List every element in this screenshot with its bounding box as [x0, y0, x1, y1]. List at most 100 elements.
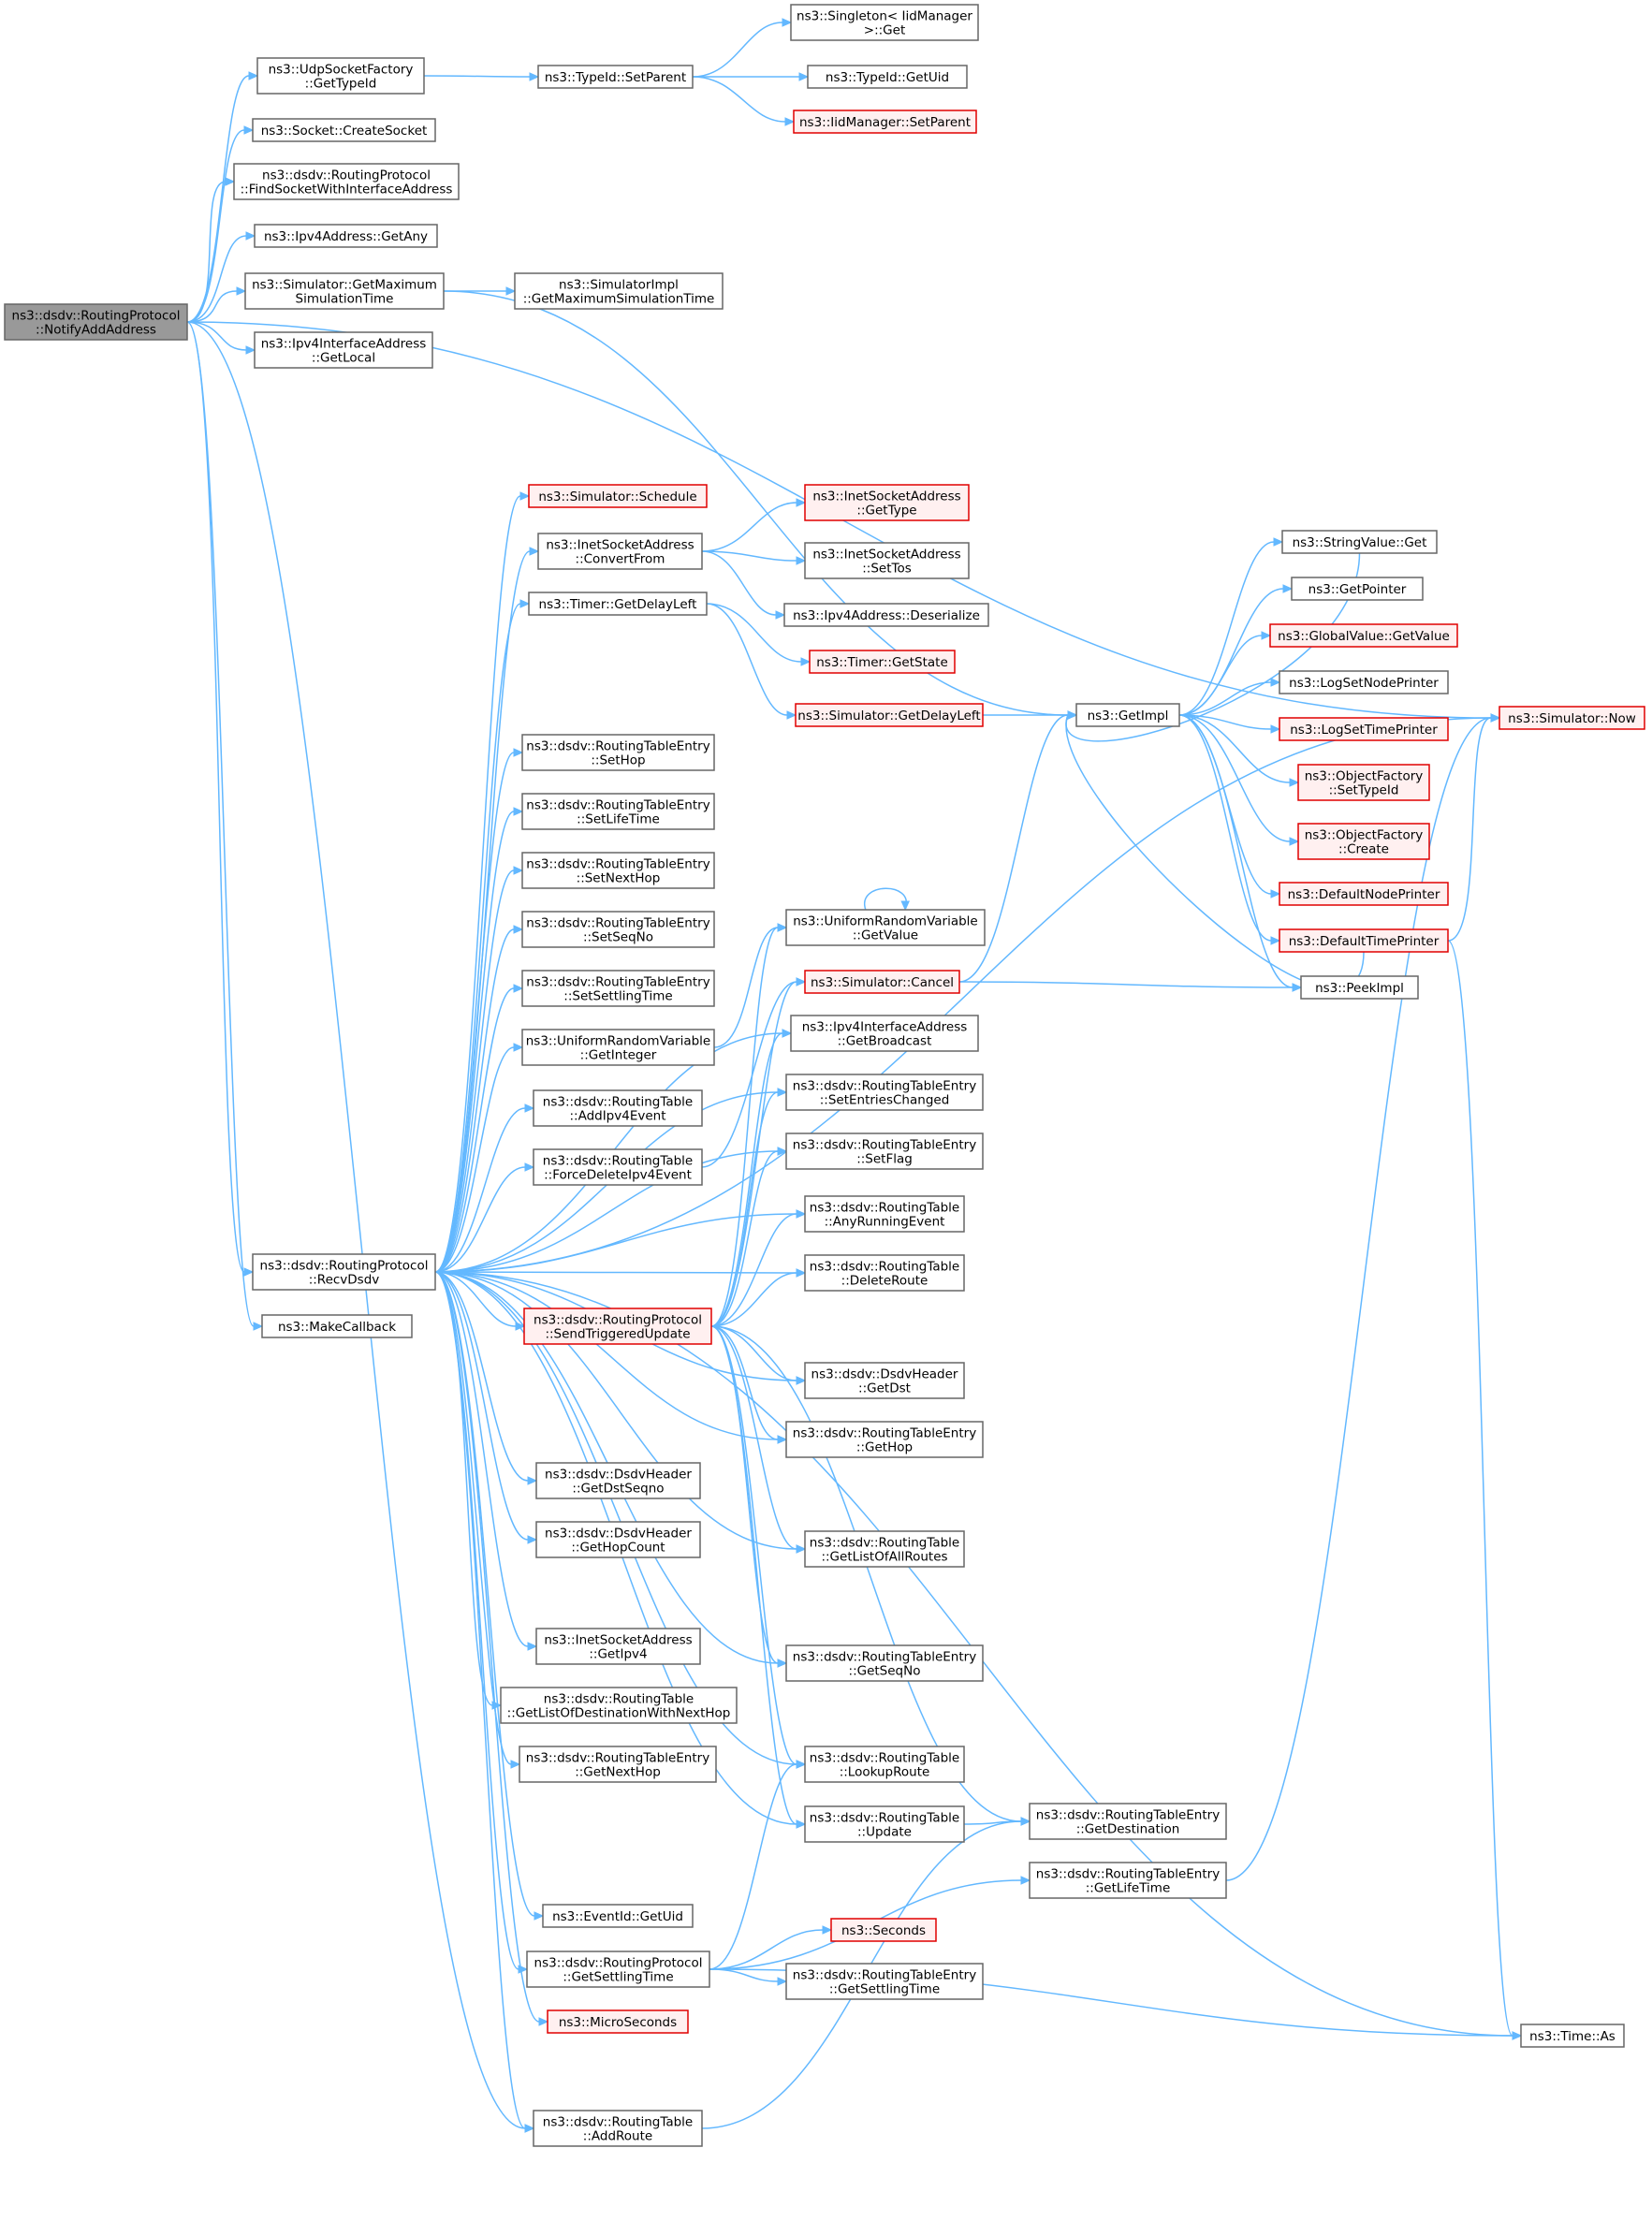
node-label: ns3::Socket::CreateSocket — [261, 124, 428, 139]
node-rtegetseqno[interactable]: ns3::dsdv::RoutingTableEntry::GetSeqNo — [785, 1644, 984, 1682]
node-rtforcedel[interactable]: ns3::dsdv::RoutingTable::ForceDeleteIpv4… — [533, 1148, 703, 1186]
node-inetgetipv4[interactable]: ns3::InetSocketAddress::GetIpv4 — [535, 1628, 701, 1665]
node-rtegetlife[interactable]: ns3::dsdv::RoutingTableEntry::GetLifeTim… — [1029, 1862, 1227, 1899]
node-settos[interactable]: ns3::InetSocketAddress::SetTos — [804, 542, 970, 579]
node-ifgetlocal[interactable]: ns3::Ipv4InterfaceAddress::GetLocal — [254, 331, 433, 369]
node-defnodeprinter[interactable]: ns3::DefaultNodePrinter — [1279, 882, 1449, 906]
node-timergetstate[interactable]: ns3::Timer::GetState — [809, 650, 956, 674]
node-singleton[interactable]: ns3::Singleton< IidManager>::Get — [790, 4, 979, 41]
node-label: ns3::Timer::GetDelayLeft — [539, 597, 697, 612]
node-rtesethop[interactable]: ns3::dsdv::RoutingTableEntry::SetHop — [521, 734, 715, 771]
node-recvdsdv[interactable]: ns3::dsdv::RoutingProtocol::RecvDsdv — [252, 1253, 436, 1291]
node-rtesetnexthop[interactable]: ns3::dsdv::RoutingTableEntry::SetNextHop — [521, 852, 715, 889]
node-deftimeprinter[interactable]: ns3::DefaultTimePrinter — [1279, 928, 1449, 953]
edge-recvdsdv-to-hdrgetdstseq — [434, 1271, 538, 1485]
node-simnow[interactable]: ns3::Simulator::Now — [1498, 706, 1645, 730]
node-implgetmax[interactable]: ns3::SimulatorImpl::GetMaximumSimulation… — [514, 272, 724, 310]
edge-getimpl-to-strget — [1178, 537, 1284, 716]
node-makecallback[interactable]: ns3::MakeCallback — [261, 1314, 413, 1338]
edge-arrowhead — [236, 286, 247, 296]
node-findsocket[interactable]: ns3::dsdv::RoutingProtocol::FindSocketWi… — [233, 163, 460, 200]
node-sendtrig[interactable]: ns3::dsdv::RoutingProtocol::SendTriggere… — [523, 1308, 712, 1345]
node-label: ns3::dsdv::DsdvHeader — [811, 1367, 958, 1382]
edge-recvdsdv-to-eventgetuid — [434, 1271, 545, 1921]
node-ofsettypeid[interactable]: ns3::ObjectFactory::SetTypeId — [1297, 764, 1430, 801]
node-timergetdelay[interactable]: ns3::Timer::GetDelayLeft — [528, 592, 708, 616]
node-udpget[interactable]: ns3::UdpSocketFactory::GetTypeId — [256, 57, 425, 95]
node-rtesetsettling[interactable]: ns3::dsdv::RoutingTableEntry::SetSettlin… — [521, 970, 715, 1007]
node-getpointer[interactable]: ns3::GetPointer — [1291, 577, 1424, 601]
node-createsocket[interactable]: ns3::Socket::CreateSocket — [252, 118, 436, 142]
node-rtanyrunning[interactable]: ns3::dsdv::RoutingTable::AnyRunningEvent — [804, 1195, 965, 1233]
edge-line — [434, 752, 515, 1273]
node-root[interactable]: ns3::dsdv::RoutingProtocol::NotifyAddAdd… — [4, 303, 188, 341]
node-rtgetlistnext[interactable]: ns3::dsdv::RoutingTable::GetListOfDestin… — [500, 1687, 738, 1724]
node-hdrgetdst[interactable]: ns3::dsdv::DsdvHeader::GetDst — [804, 1362, 965, 1399]
node-rtegetsettling[interactable]: ns3::dsdv::RoutingTableEntry::GetSettlin… — [785, 1963, 984, 2000]
node-label: ns3::dsdv::RoutingTable — [810, 1811, 959, 1826]
node-peekimpl[interactable]: ns3::PeekImpl — [1300, 975, 1419, 1000]
node-label: ns3::DefaultTimePrinter — [1289, 934, 1440, 949]
edge-line — [434, 1271, 529, 1541]
node-hdrgethop[interactable]: ns3::dsdv::DsdvHeader::GetHopCount — [535, 1521, 701, 1558]
node-logsetnode[interactable]: ns3::LogSetNodePrinter — [1279, 670, 1449, 694]
edge-line — [434, 1271, 797, 1765]
node-rtegethop[interactable]: ns3::dsdv::RoutingTableEntry::GetHop — [785, 1421, 984, 1458]
node-getany[interactable]: ns3::Ipv4Address::GetAny — [254, 224, 438, 248]
node-simgetdelay[interactable]: ns3::Simulator::GetDelayLeft — [795, 703, 984, 727]
node-box — [804, 970, 960, 994]
node-rpgetsettling[interactable]: ns3::dsdv::RoutingProtocol::GetSettlingT… — [526, 1951, 710, 1988]
node-hdrgetdstseq[interactable]: ns3::dsdv::DsdvHeader::GetDstSeqno — [535, 1462, 701, 1499]
node-convertfrom[interactable]: ns3::InetSocketAddress::ConvertFrom — [537, 533, 703, 570]
node-deserialize[interactable]: ns3::Ipv4Address::Deserialize — [783, 603, 989, 627]
node-rtesetlife[interactable]: ns3::dsdv::RoutingTableEntry::SetLifeTim… — [521, 793, 715, 830]
node-ifgetbcast[interactable]: ns3::Ipv4InterfaceAddress::GetBroadcast — [790, 1015, 979, 1052]
edge-arrowhead — [534, 1911, 545, 1921]
edge-rtegetlife-to-simnow — [1225, 713, 1501, 1881]
node-strget[interactable]: ns3::StringValue::Get — [1281, 530, 1438, 554]
node-urvgetint[interactable]: ns3::UniformRandomVariable::GetInteger — [521, 1029, 715, 1066]
node-box — [804, 1530, 965, 1568]
node-label: ns3::UniformRandomVariable — [793, 914, 978, 929]
node-box — [1297, 764, 1430, 801]
node-urvgetvalue[interactable]: ns3::UniformRandomVariable::GetValue — [785, 909, 986, 946]
node-typesetparent[interactable]: ns3::TypeId::SetParent — [537, 65, 694, 89]
node-schedule[interactable]: ns3::Simulator::Schedule — [528, 484, 708, 508]
node-rtdelete[interactable]: ns3::dsdv::RoutingTable::DeleteRoute — [804, 1254, 965, 1292]
node-rtgetall[interactable]: ns3::dsdv::RoutingTable::GetListOfAllRou… — [804, 1530, 965, 1568]
node-rtaddroute[interactable]: ns3::dsdv::RoutingTable::AddRoute — [533, 2110, 703, 2147]
edge-arrowhead — [796, 1819, 807, 1829]
node-typegetuid[interactable]: ns3::TypeId::GetUid — [807, 65, 968, 89]
edge-arrowhead — [524, 1103, 535, 1113]
node-simgetmax[interactable]: ns3::Simulator::GetMaximumSimulationTime — [244, 272, 445, 310]
edge-deftimeprinter-to-timeas — [1447, 940, 1523, 2040]
node-ofcreate[interactable]: ns3::ObjectFactory::Create — [1297, 823, 1430, 860]
node-rtlookup[interactable]: ns3::dsdv::RoutingTable::LookupRoute — [804, 1746, 965, 1783]
edge-root-to-udpget — [186, 71, 259, 323]
node-rtesetflag[interactable]: ns3::dsdv::RoutingTableEntry::SetFlag — [785, 1132, 984, 1170]
node-label: ns3::Time::As — [1529, 2029, 1615, 2044]
node-logsettime[interactable]: ns3::LogSetTimePrinter — [1279, 717, 1449, 741]
node-gettype[interactable]: ns3::InetSocketAddress::GetType — [804, 484, 970, 521]
node-rtesetseqno[interactable]: ns3::dsdv::RoutingTableEntry::SetSeqNo — [521, 911, 715, 948]
node-microseconds[interactable]: ns3::MicroSeconds — [547, 2009, 689, 2034]
node-rtesetentries[interactable]: ns3::dsdv::RoutingTableEntry::SetEntries… — [785, 1074, 984, 1111]
node-rtupdate[interactable]: ns3::dsdv::RoutingTable::Update — [804, 1805, 965, 1843]
node-eventgetuid[interactable]: ns3::EventId::GetUid — [542, 1904, 694, 1928]
edge-sendtrig-to-rtegethop — [710, 1325, 788, 1444]
node-timeas[interactable]: ns3::Time::As — [1520, 2024, 1625, 2048]
edge-recvdsdv-to-rtesetlife — [434, 807, 524, 1273]
node-seconds[interactable]: ns3::Seconds — [830, 1918, 937, 1942]
node-iidsetparent[interactable]: ns3::IidManager::SetParent — [793, 110, 977, 134]
node-gvgetvalue[interactable]: ns3::GlobalValue::GetValue — [1269, 623, 1458, 648]
node-rtegetdest[interactable]: ns3::dsdv::RoutingTableEntry::GetDestina… — [1029, 1803, 1227, 1840]
node-getimpl[interactable]: ns3::GetImpl — [1075, 703, 1180, 727]
node-rtegetnexthop[interactable]: ns3::dsdv::RoutingTableEntry::GetNextHop — [519, 1746, 717, 1783]
node-label: ::Create — [1338, 842, 1389, 857]
node-box — [1279, 882, 1449, 906]
node-rtaddipv4[interactable]: ns3::dsdv::RoutingTable::AddIpv4Event — [533, 1089, 703, 1127]
node-box — [785, 1644, 984, 1682]
edge-rpgetsettling-to-rtegetsettling — [709, 1968, 788, 1986]
node-simcancel[interactable]: ns3::Simulator::Cancel — [804, 970, 960, 994]
edge-line — [713, 927, 779, 1048]
